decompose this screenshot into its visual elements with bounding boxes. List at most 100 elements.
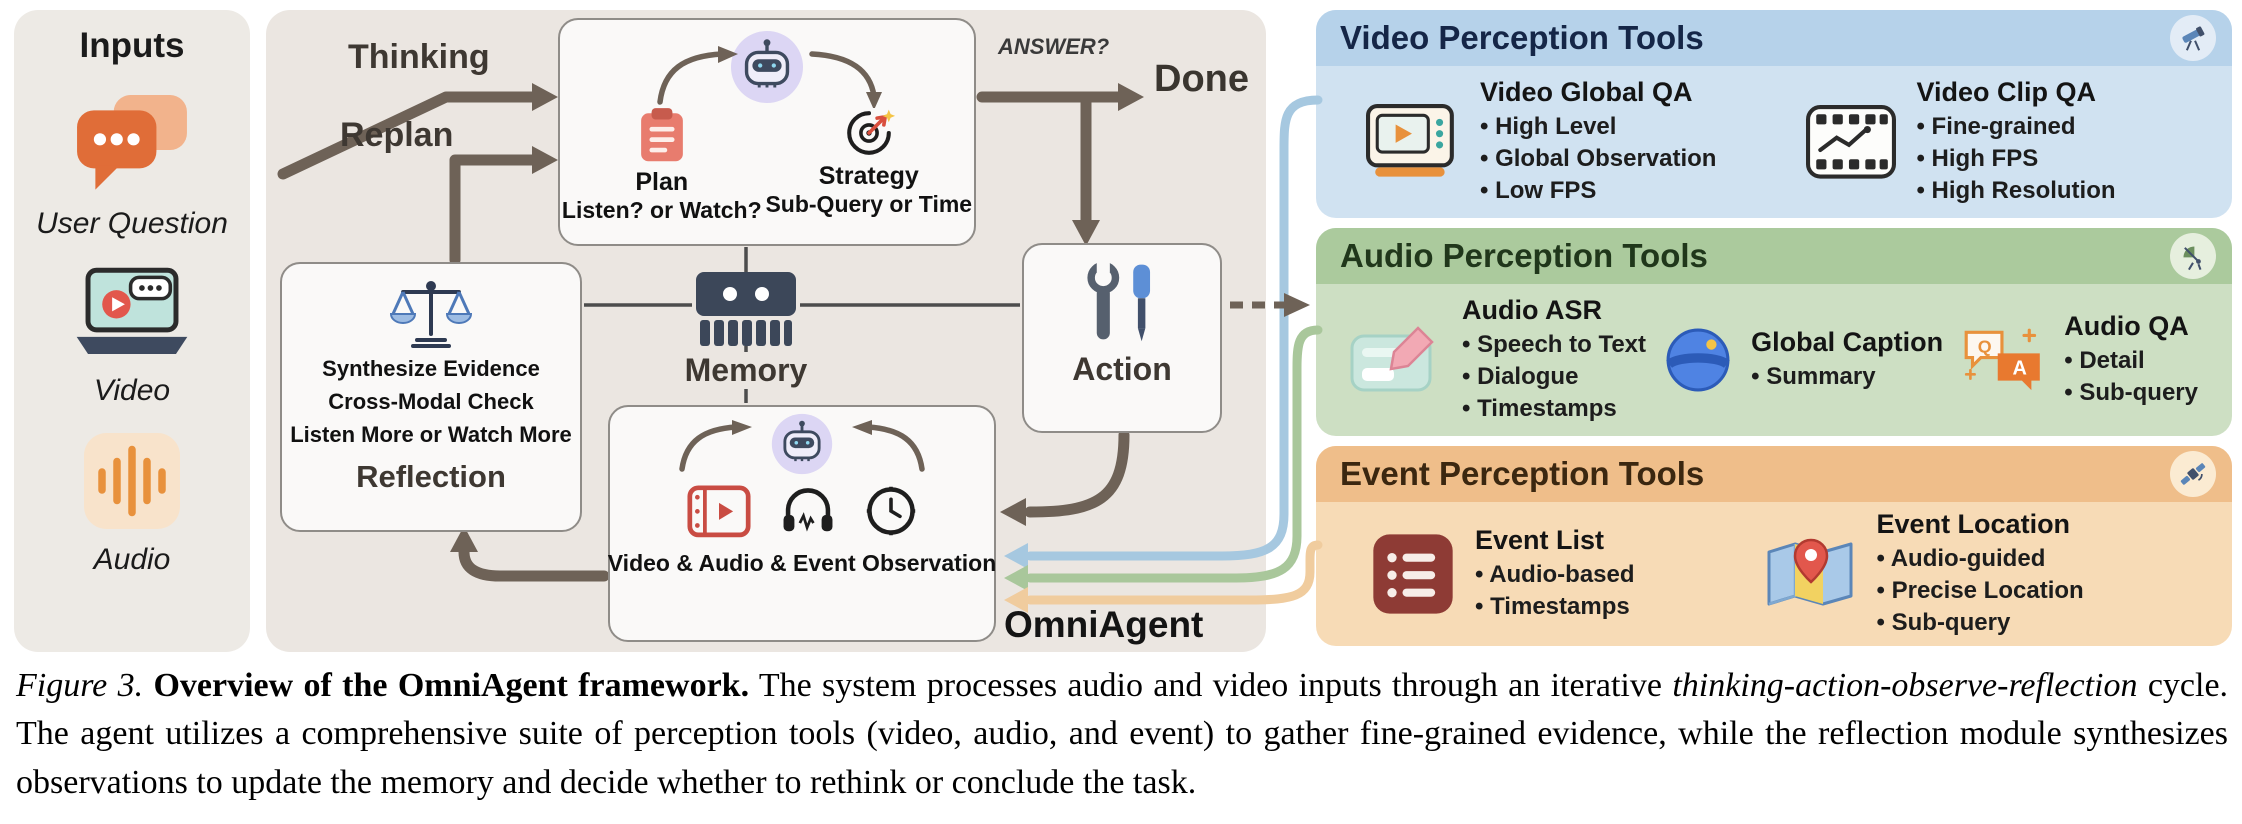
inputs-panel: Inputs User Question Video — [14, 10, 250, 652]
observation-box: Video & Audio & Event Observation — [608, 405, 996, 642]
user-question-label: User Question — [36, 206, 228, 240]
bullet: Sub-query — [1877, 607, 2084, 639]
thinking-plan-box: Plan Listen? or Watch? Strategy Sub-Quer… — [558, 18, 976, 246]
audio-asr-bullets: Speech to Text Dialogue Timestamps — [1462, 329, 1646, 424]
svg-text:A: A — [2013, 358, 2027, 380]
omniagent-label: OmniAgent — [1004, 604, 1204, 645]
audio-qa-group: Q A Audio QA Detail Sub-query — [1962, 311, 2198, 408]
bullet: Summary — [1751, 361, 1943, 393]
event-list-title: Event List — [1475, 525, 1605, 556]
video-player-screen-icon — [1366, 104, 1454, 177]
audio-panel-header: Audio Perception Tools — [1316, 228, 2232, 284]
event-list-icon — [1373, 534, 1453, 614]
balance-scale-icon — [389, 281, 473, 348]
chat-bubbles-icon — [77, 95, 187, 190]
video-panel-title: Video Perception Tools — [1340, 19, 1704, 56]
event-perception-panel: Event Perception Tools — [1316, 446, 2232, 646]
globe-caption-icon — [1666, 328, 1730, 392]
plan-strategy-row: Plan Listen? or Watch? Strategy Sub-Quer… — [560, 106, 974, 224]
qa-chat-icon: Q A — [1964, 328, 2041, 391]
bullet: Speech to Text — [1462, 329, 1646, 361]
robot-to-strategy-curved-arrow — [809, 51, 882, 108]
replan-label: Replan — [340, 116, 454, 154]
laptop-video-icon — [76, 268, 188, 355]
observation-icons-row — [687, 485, 917, 538]
speech-to-text-icon — [1350, 326, 1434, 392]
event-panel-header: Event Perception Tools — [1316, 446, 2232, 502]
done-label: Done — [1154, 58, 1249, 100]
event-panel-title: Event Perception Tools — [1340, 455, 1705, 492]
input-item-audio: Audio — [84, 433, 180, 579]
satellite-icon — [2170, 451, 2216, 497]
input-item-video: Video — [71, 266, 193, 409]
video-clip-qa-group: Video Clip QA Fine-grained High FPS High… — [1806, 77, 2116, 207]
audio-perception-panel: Audio Perception Tools Aud — [1316, 228, 2232, 436]
telescope-icon — [2170, 15, 2216, 61]
radar-dish-icon — [2170, 233, 2216, 279]
reflection-line-1: Synthesize Evidence — [322, 356, 540, 381]
global-caption-group: Global Caption Summary — [1665, 327, 1943, 393]
action-title: Action — [1072, 350, 1172, 387]
video-global-qa-title: Video Global QA — [1480, 77, 1693, 108]
bullet: Audio-based — [1475, 559, 1634, 591]
caption-figure-label: Figure 3. — [16, 667, 144, 704]
reflection-box: Synthesize Evidence Cross-Modal Check Li… — [280, 262, 582, 532]
video-global-qa-group: Video Global QA High Level Global Observ… — [1366, 77, 1716, 206]
audio-asr-group: Audio ASR Speech to Text Dialogue Timest… — [1350, 295, 1646, 424]
observation-to-robot-arrow-left — [679, 420, 752, 472]
reflection-line-2: Cross-Modal Check — [328, 389, 534, 414]
plan-to-robot-curved-arrow — [657, 46, 738, 105]
wrench-screwdriver-icon — [1087, 259, 1151, 342]
bullet: Detail — [2064, 345, 2198, 377]
event-list-group: Event List Audio-based Timestamps — [1371, 525, 1635, 622]
video-clip-qa-title: Video Clip QA — [1916, 77, 2096, 108]
robot-agent-icon — [771, 413, 833, 475]
action-box: Action — [1022, 243, 1222, 433]
video-input-label: Video — [93, 373, 171, 407]
inputs-title: Inputs — [79, 26, 185, 65]
caption-text-2: cycle. The agent utilizes a comprehensiv… — [16, 667, 2229, 801]
audio-qa-bullets: Detail Sub-query — [2064, 345, 2198, 408]
figure-caption: Figure 3. Overview of the OmniAgent fram… — [16, 662, 2228, 807]
caption-text-1: The system processes audio and video inp… — [758, 667, 1662, 704]
bullet: Audio-guided — [1877, 543, 2084, 575]
event-panel-body: Event List Audio-based Timestamps Event — [1316, 502, 2232, 646]
bullet: Dialogue — [1462, 361, 1646, 393]
audio-panel-title: Audio Perception Tools — [1340, 237, 1708, 274]
event-list-bullets: Audio-based Timestamps — [1475, 559, 1635, 623]
bullet: High Level — [1480, 111, 1716, 143]
answer-label: ANSWER? — [998, 34, 1110, 59]
strategy-subtitle: Sub-Query or Time — [765, 191, 973, 218]
plan-subtitle: Listen? or Watch? — [561, 197, 762, 224]
robot-agent-icon — [730, 30, 804, 104]
film-strip-chart-icon — [1806, 105, 1897, 179]
audio-input-label: Audio — [93, 543, 171, 577]
plan-title: Plan — [635, 168, 689, 197]
event-location-title: Event Location — [1876, 509, 2071, 540]
plan-group: Plan Listen? or Watch? — [562, 106, 762, 224]
global-caption-bullets: Summary — [1751, 361, 1943, 393]
observation-label: Video & Audio & Event Observation — [607, 549, 997, 576]
event-location-group: Event Location Audio-guided Precise Loca… — [1765, 509, 2084, 638]
bullet: Fine-grained — [1916, 111, 2115, 143]
bullet: Timestamps — [1475, 591, 1635, 623]
caption-bold-title: Overview of the OmniAgent framework. — [153, 667, 750, 704]
strategy-group: Strategy Sub-Query or Time — [765, 106, 972, 224]
bullet: High Resolution — [1916, 175, 2116, 207]
map-pin-icon — [1767, 538, 1853, 606]
video-perception-panel: Video Perception Tools — [1316, 10, 2232, 218]
video-panel-header: Video Perception Tools — [1316, 10, 2232, 66]
bullet: Timestamps — [1462, 393, 1646, 425]
video-player-icon — [687, 485, 751, 538]
audio-asr-title: Audio ASR — [1462, 295, 1602, 326]
reflection-line-3: Listen More or Watch More — [290, 422, 572, 447]
video-global-qa-bullets: High Level Global Observation Low FPS — [1480, 111, 1716, 206]
bullet: High FPS — [1916, 143, 2115, 175]
audio-qa-title: Audio QA — [2064, 311, 2189, 342]
plan-clipboard-icon — [640, 108, 683, 162]
global-caption-title: Global Caption — [1751, 327, 1944, 358]
clock-icon — [866, 487, 916, 536]
event-location-bullets: Audio-guided Precise Location Sub-query — [1877, 543, 2084, 638]
audio-waveform-icon — [84, 433, 180, 530]
